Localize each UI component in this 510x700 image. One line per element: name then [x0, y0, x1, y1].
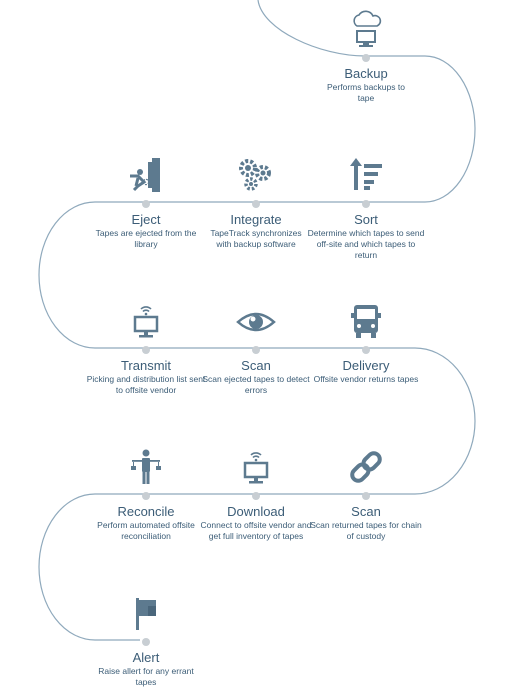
step-description: Perform automated offsite reconciliation: [97, 520, 195, 541]
step-backup: Backup Performs backups to tape: [306, 10, 426, 104]
step-title: Eject: [131, 212, 161, 227]
step-reconcile: Reconcile Perform automated offsite reco…: [86, 448, 206, 542]
step-dot: [362, 54, 370, 62]
step-download: Download Connect to offsite vendor and g…: [196, 448, 316, 542]
person-door-icon: [130, 158, 160, 192]
flag-icon: [136, 598, 156, 630]
step-description: Determine which tapes to send off-site a…: [307, 228, 425, 260]
wifi-monitor-icon: [243, 452, 269, 484]
step-dot: [362, 492, 370, 500]
step-description: Picking and distribution list sent to of…: [86, 374, 206, 395]
step-title: Integrate: [230, 212, 282, 227]
step-dot: [252, 492, 260, 500]
step-delivery: Delivery Offsite vendor returns tapes: [306, 302, 426, 385]
step-dot: [362, 200, 370, 208]
chain-link-icon: [350, 451, 382, 483]
step-dot: [142, 638, 150, 646]
step-dot: [142, 200, 150, 208]
step-eject: Eject Tapes are ejected from the library: [86, 156, 206, 250]
step-description: Tapes are ejected from the library: [95, 228, 197, 249]
sort-arrow-icon: [350, 158, 382, 190]
step-title: Reconcile: [117, 504, 175, 519]
truck-icon: [351, 305, 381, 338]
step-description: Scan returned tapes for chain of custody: [310, 520, 422, 541]
person-balance-icon: [131, 449, 161, 484]
step-title: Delivery: [342, 358, 390, 373]
step-dot: [252, 200, 260, 208]
step-title: Transmit: [120, 358, 172, 373]
step-scan-ejected: Scan Scan ejected tapes to detect errors: [196, 302, 316, 396]
step-description: Scan ejected tapes to detect errors: [202, 374, 310, 395]
step-transmit: Transmit Picking and distribution list s…: [86, 302, 206, 396]
step-dot: [252, 346, 260, 354]
wifi-monitor-icon: [133, 306, 159, 338]
step-description: Connect to offsite vendor and get full i…: [200, 520, 312, 541]
step-integrate: Integrate TapeTrack synchronizes with ba…: [196, 156, 316, 250]
step-title: Alert: [132, 650, 160, 665]
step-title: Sort: [354, 212, 378, 227]
step-dot: [142, 346, 150, 354]
step-scan-returned: Scan Scan returned tapes for chain of cu…: [306, 448, 426, 542]
step-dot: [362, 346, 370, 354]
step-description: Offsite vendor returns tapes: [313, 374, 419, 384]
step-sort: Sort Determine which tapes to send off-s…: [306, 156, 426, 261]
cloud-computer-icon: [353, 10, 382, 47]
eye-icon: [236, 312, 276, 332]
step-title: Download: [227, 504, 285, 519]
step-description: Raise allert for any errant tapes: [98, 666, 194, 687]
step-title: Backup: [344, 66, 388, 81]
step-dot: [142, 492, 150, 500]
step-alert: Alert Raise allert for any errant tapes: [86, 594, 206, 688]
step-description: TapeTrack synchronizes with backup softw…: [210, 228, 302, 249]
step-title: Scan: [351, 504, 381, 519]
step-title: Scan: [241, 358, 271, 373]
gears-icon: [239, 159, 271, 191]
step-description: Performs backups to tape: [327, 82, 405, 103]
